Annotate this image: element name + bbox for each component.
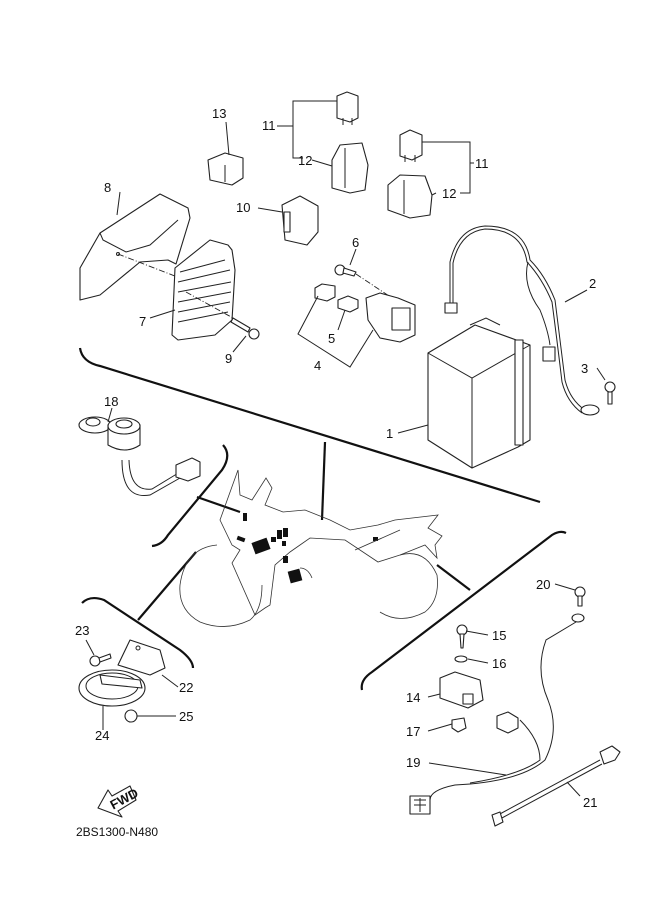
fwd-label: FWD <box>108 785 141 812</box>
part-5-fuse <box>337 295 359 313</box>
bottom-right-boundary <box>360 530 567 691</box>
part-6-bolt <box>334 264 396 301</box>
callout-7: 7 <box>139 314 146 329</box>
part-2-cable <box>444 225 600 416</box>
part-15-screw <box>456 624 468 649</box>
part-22-bracket <box>117 639 166 676</box>
callout-9: 9 <box>225 351 232 366</box>
callout-19: 19 <box>406 755 420 770</box>
callout-2: 2 <box>589 276 596 291</box>
part-3-bolt <box>604 381 616 405</box>
callout-12-right: 12 <box>442 186 456 201</box>
part-24-horn <box>78 669 146 707</box>
callout-18: 18 <box>104 394 118 409</box>
part-12-holder-left <box>331 142 369 194</box>
callout-17: 17 <box>406 724 420 739</box>
part-17-grommet <box>451 717 467 733</box>
leader-br <box>436 564 471 591</box>
part-7-regulator <box>171 239 236 341</box>
part-11-relay-right <box>399 129 423 162</box>
leader-5 <box>337 309 346 331</box>
bottom-left-boundary <box>81 596 195 669</box>
part-23-bolt <box>89 653 112 667</box>
part-11-relay-left <box>336 91 359 125</box>
part-16-washer <box>454 655 468 663</box>
callout-10: 10 <box>236 200 250 215</box>
leader-top <box>320 441 327 521</box>
callout-25: 25 <box>179 709 193 724</box>
callout-20: 20 <box>536 577 550 592</box>
part-18-socket <box>78 416 201 497</box>
alignment-line-8-7 <box>117 253 181 279</box>
callout-22: 22 <box>179 680 193 695</box>
top-section-boundary <box>78 347 541 504</box>
leader-4 <box>297 295 374 368</box>
callout-24: 24 <box>95 728 109 743</box>
leader-left <box>196 495 241 514</box>
callout-12-left: 12 <box>298 153 312 168</box>
callout-14: 14 <box>406 690 420 705</box>
callout-11-right: 11 <box>475 156 489 171</box>
part-1-battery <box>427 317 531 469</box>
part-13-relay <box>207 152 244 186</box>
part-4-fuse-box <box>314 283 416 343</box>
fwd-arrow-icon: FWD <box>97 785 141 818</box>
part-25-nut <box>124 709 138 723</box>
part-12-holder-right <box>387 174 433 219</box>
callout-1: 1 <box>386 426 393 441</box>
part-21-lead-wire <box>491 745 621 827</box>
callout-leaders <box>85 100 606 797</box>
callout-5: 5 <box>328 331 335 346</box>
left-mid-boundary <box>151 444 229 548</box>
callout-6: 6 <box>352 235 359 250</box>
part-20-bolt <box>571 586 586 623</box>
callout-4: 4 <box>314 358 321 373</box>
callout-16: 16 <box>492 656 506 671</box>
part-10-relay <box>281 195 319 246</box>
callout-13: 13 <box>212 106 226 121</box>
callout-labels: 1 2 3 4 5 6 7 8 9 10 11 11 12 12 13 14 1… <box>75 106 597 810</box>
drawing-code: 2BS1300-N480 <box>76 825 158 839</box>
callout-8: 8 <box>104 180 111 195</box>
part-14-coupler-holder <box>439 671 484 709</box>
callout-3: 3 <box>581 361 588 376</box>
callout-15: 15 <box>492 628 506 643</box>
callout-23: 23 <box>75 623 89 638</box>
part-8-cover <box>79 193 191 301</box>
part-9-bolt <box>185 291 260 340</box>
part-19-harness <box>409 621 577 815</box>
callout-21: 21 <box>583 795 597 810</box>
motorcycle-silhouette <box>179 469 443 627</box>
callout-11-left: 11 <box>262 118 276 133</box>
